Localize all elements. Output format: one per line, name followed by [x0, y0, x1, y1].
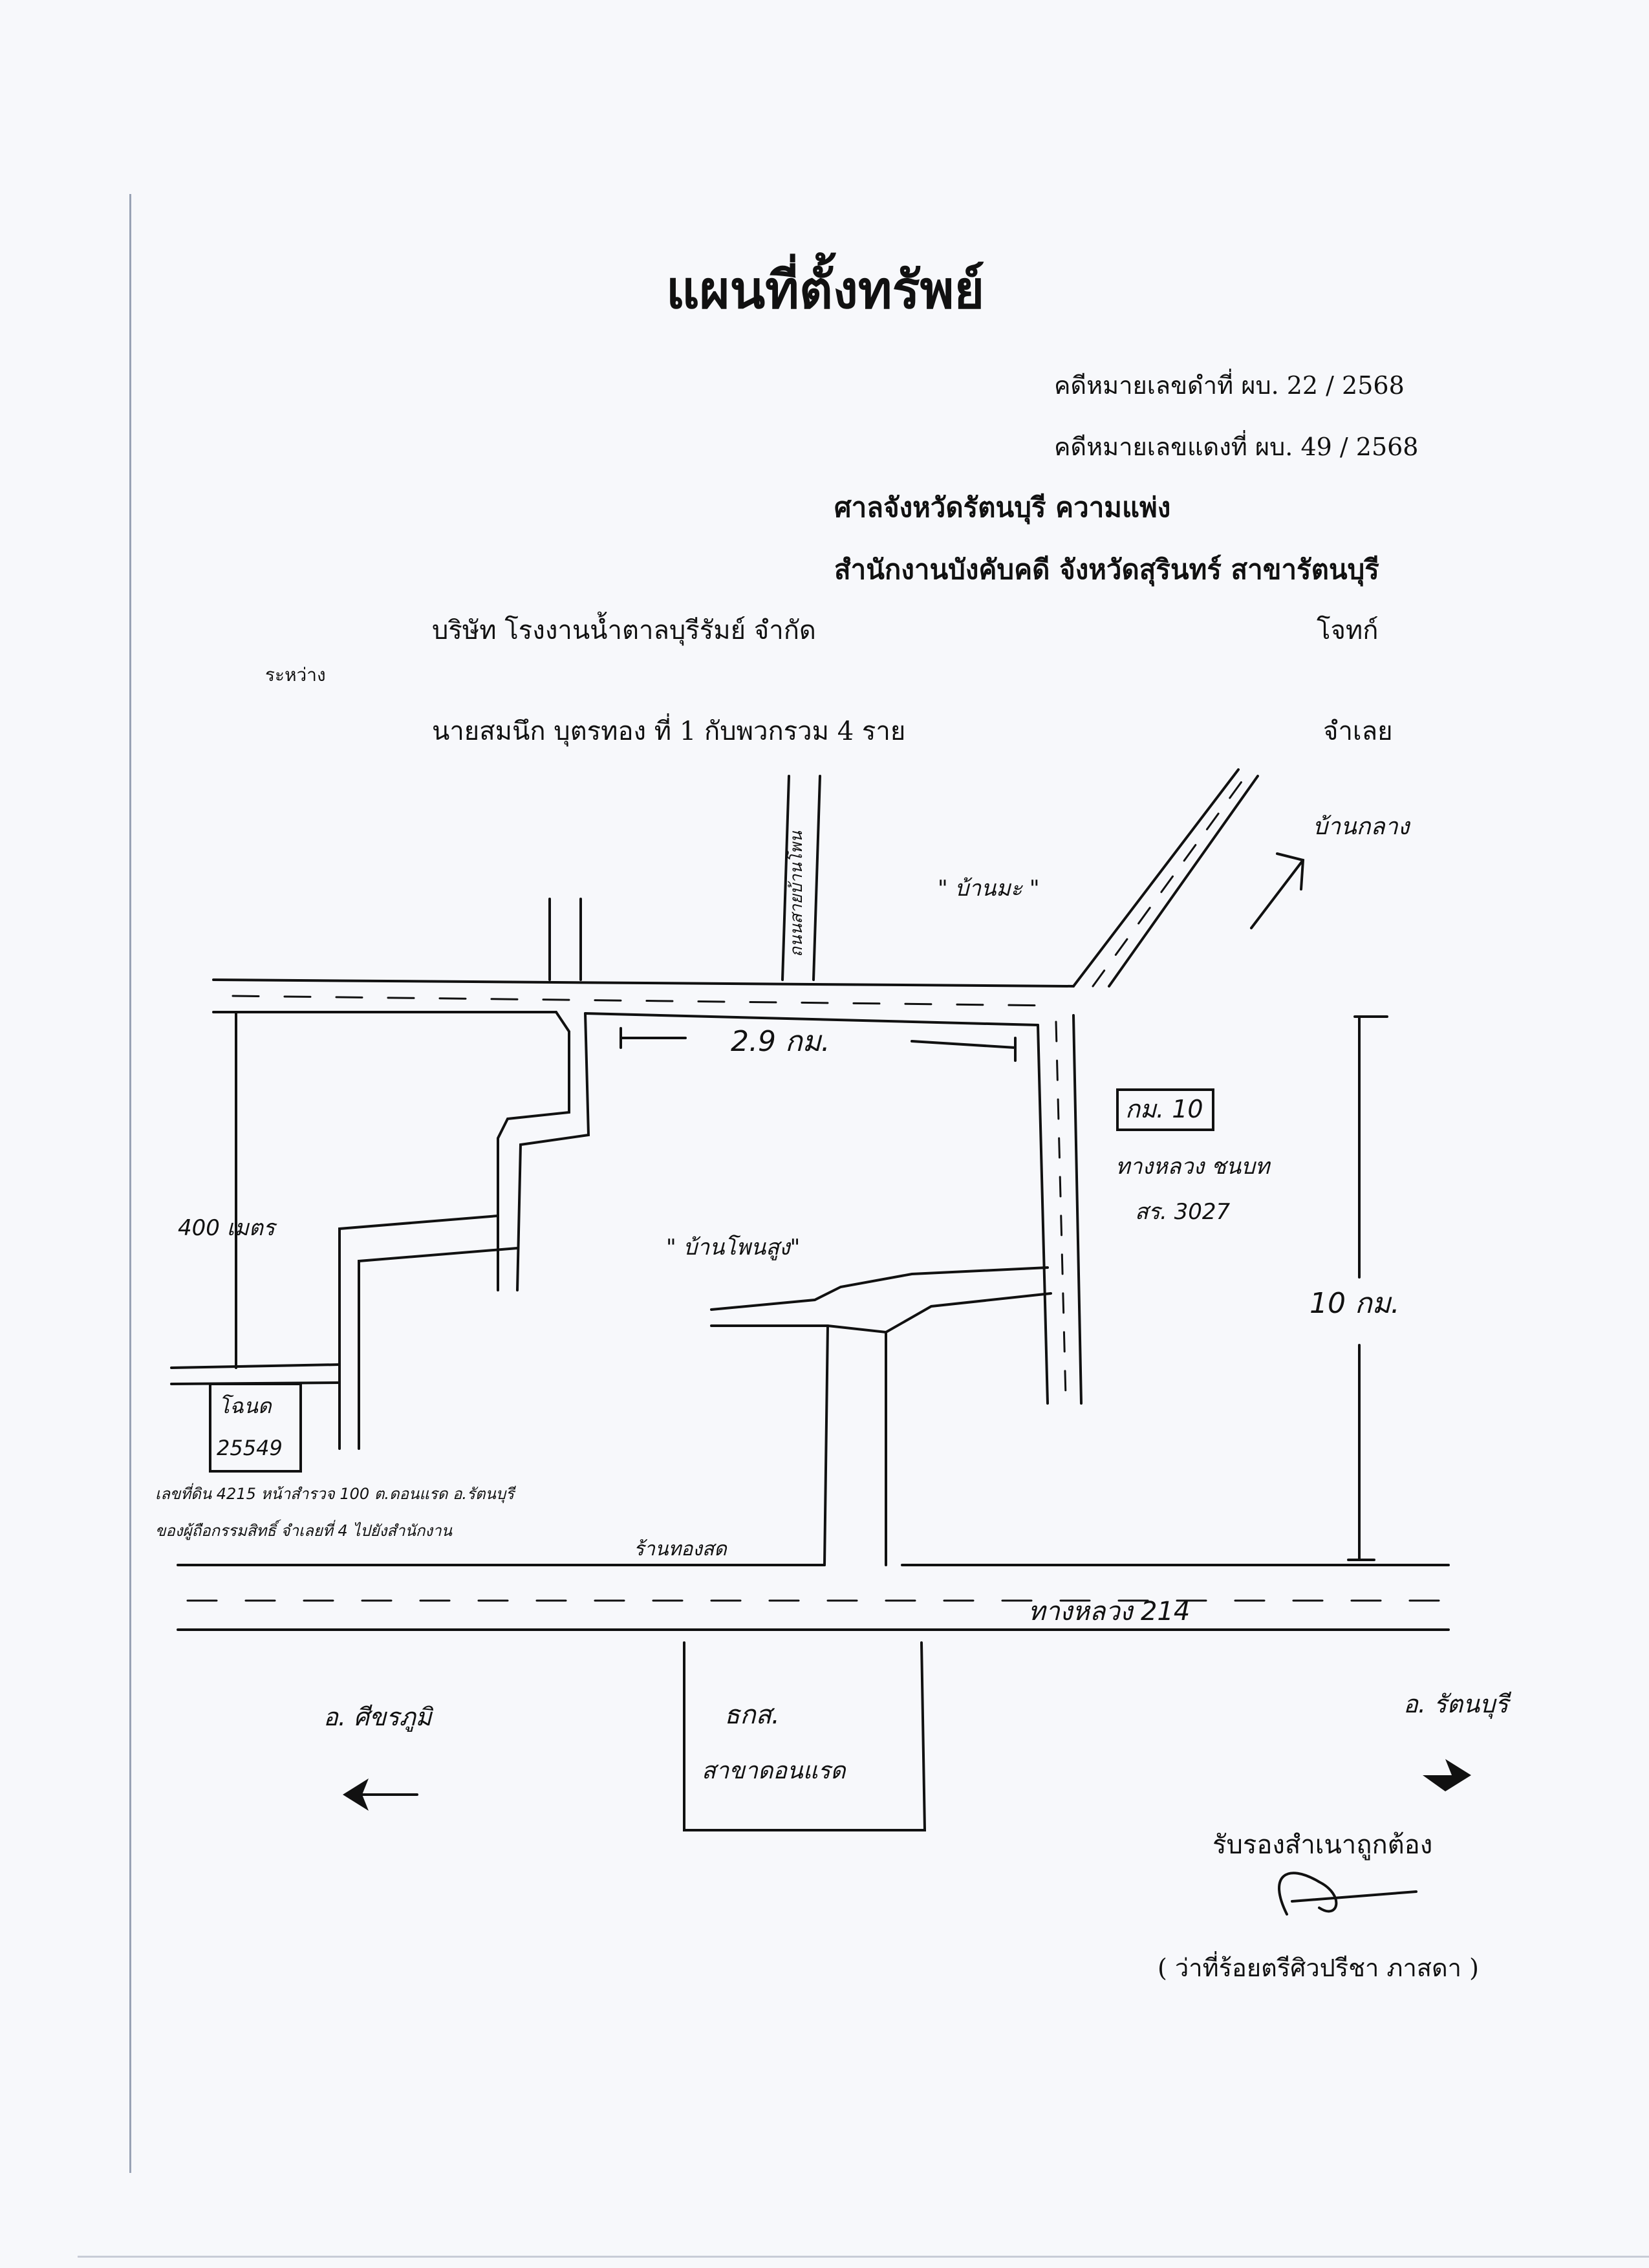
defendant-role: จำเลย: [1323, 717, 1393, 746]
north-road-label: ถนนสายบ้านโพน: [786, 830, 806, 957]
signature-mark: [1278, 1872, 1417, 1916]
distance-400m-label: 400 เมตร: [178, 1215, 277, 1241]
defendant-name: นายสมนึก บุตรทอง ที่ 1 กับพวกรวม 4 ราย: [432, 717, 906, 746]
rural-road-label: ทางหลวง ชนบท: [1116, 1154, 1271, 1180]
stepped-road-east: [516, 1012, 590, 1291]
northeast-destination-label: บ้านกลาง: [1313, 814, 1411, 840]
highway-214-label: ทางหลวง 214: [1028, 1597, 1190, 1626]
officer-name: ( ว่าที่ร้อยตรีศิวปรีชา ภาสดา ): [1158, 1954, 1479, 1982]
bank-branch-label: สาขาดอนแรด: [702, 1758, 846, 1784]
plot-note-line2: ของผู้ถือกรรมสิทธิ์ จำเลยที่ 4 ไปยังสำนั…: [155, 1519, 453, 1540]
court-name: ศาลจังหวัดรัตนบุรี ความแพ่ง: [834, 491, 1171, 523]
dimension-29km: [620, 1027, 1017, 1062]
plaintiff-name: บริษัท โรงงานน้ำตาลบุรีรัมย์ จำกัด: [432, 616, 816, 645]
enforcement-office: สำนักงานบังคับคดี จังหวัดสุรินทร์ สาขารั…: [834, 554, 1379, 585]
distance-10km-label: 10 กม.: [1310, 1287, 1400, 1320]
rural-road-number: สร. 3027: [1135, 1199, 1231, 1225]
northeast-road: [1072, 768, 1259, 988]
between-label: ระหว่าง: [265, 664, 326, 686]
village-connector-road: [710, 1266, 1052, 1334]
page-left-edge: [129, 194, 131, 2173]
north-village-road: [781, 775, 821, 981]
northeast-arrow-icon: [1250, 852, 1305, 929]
east-arrow-icon: [1423, 1759, 1471, 1791]
document-title: แผนที่ตั้งทรัพย์: [666, 259, 985, 320]
plot-access-road: [338, 1215, 519, 1450]
certified-copy-label: รับรองสำเนาถูกต้อง: [1212, 1830, 1433, 1860]
top-road-edge-upper: [212, 978, 1075, 988]
plaintiff-role: โจทก์: [1317, 616, 1379, 645]
km10-marker-box: [1116, 1088, 1214, 1131]
road-lines: [170, 768, 1450, 1916]
bank-building: [683, 1641, 927, 1831]
northeast-road-centerline: [1092, 772, 1249, 988]
village-top-label: " บ้านมะ ": [938, 876, 1039, 902]
plot-note-line1: เลขที่ดิน 4215 หน้าสำรวจ 100 ต.ดอนแรด อ.…: [155, 1483, 516, 1504]
land-plot-box: [209, 1383, 302, 1473]
dimension-10km: [1347, 1015, 1388, 1561]
village-center-label: " บ้านโพนสูง": [666, 1235, 800, 1260]
gold-shop-label: ร้านทองสด: [634, 1538, 727, 1561]
plot-title-label: โฉนด: [219, 1394, 273, 1418]
west-destination-label: อ. ศีขรภูมิ: [323, 1703, 434, 1732]
west-arrow-icon: [343, 1778, 369, 1811]
plot-side-road: [170, 1363, 341, 1385]
black-case-number: คดีหมายเลขดำที่ ผบ. 22 / 2568: [1054, 371, 1405, 400]
rural-road-centerline: [1055, 1021, 1067, 1398]
east-destination-label: อ. รัตนบุรี: [1403, 1690, 1512, 1719]
left-spur-road: [548, 898, 582, 981]
south-connector-road: [823, 1324, 887, 1566]
stepped-road-west: [497, 1011, 570, 1291]
top-road-edge-lower: [212, 1011, 1039, 1026]
distance-29km-label: 2.9 กม.: [731, 1025, 830, 1058]
rural-road-3027: [1037, 1014, 1083, 1405]
red-case-number: คดีหมายเลขแดงที่ ผบ. 49 / 2568: [1054, 433, 1419, 461]
bank-name-label: ธกส.: [724, 1700, 780, 1730]
page-bottom-edge: [78, 2256, 1649, 2258]
km10-label: กม. 10: [1125, 1095, 1203, 1123]
plot-number-label: 25549: [217, 1436, 283, 1460]
top-road-centerline: [232, 995, 1055, 1007]
